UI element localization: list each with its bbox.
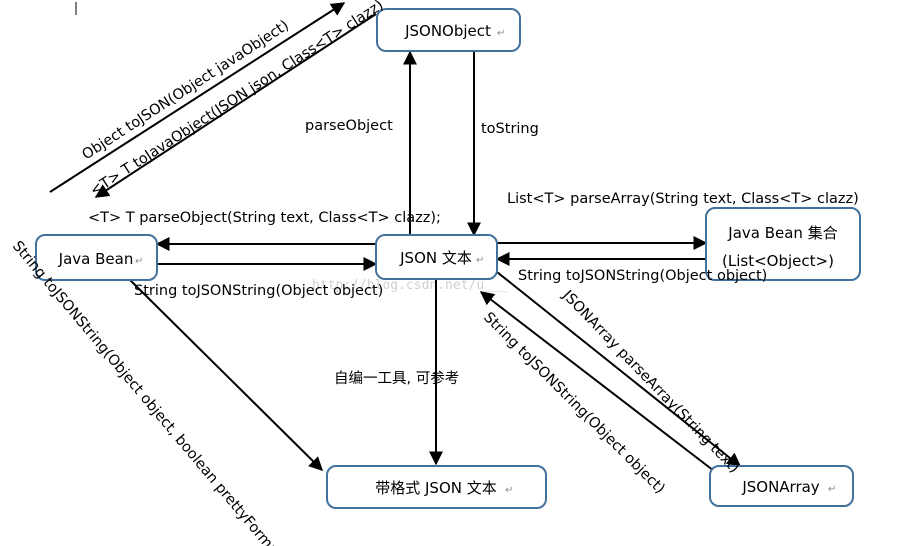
node-java-bean-label: Java Bean [58,250,134,268]
label-parse-object: parseObject [305,118,393,134]
paragraph-mark: ↵ [476,255,484,266]
node-collection-line2: (List<Object>) [722,252,834,270]
watermark: http://blog.csdn.net/u___ [312,278,508,293]
paragraph-mark: ↵ [135,256,143,267]
edge-to-json-string-array [479,291,719,475]
node-json-text: JSON 文本 [375,234,498,280]
node-java-bean: Java Bean [35,234,158,281]
label-to-java-object: <T> T toJavaObject(JSON json, Class<T> c… [87,0,386,199]
node-formatted-json-text: 带格式 JSON 文本 [326,465,547,509]
node-jsonobject-label: JSONObject [404,22,491,40]
label-to-json-string-bean: String toJSONString(Object object) [134,283,383,299]
node-json-text-label: JSON 文本 [399,249,472,267]
label-to-string: toString [481,121,539,137]
edge-jsonarray-parse-array [496,271,742,467]
node-java-bean-collection: Java Bean 集合 (List<Object>) [705,207,861,281]
node-collection-line1: Java Bean 集合 [727,224,837,242]
label-to-json-string-collection: String toJSONString(Object object) [518,268,767,284]
edge-to-java-object [94,13,377,198]
edge-to-json [49,2,346,193]
node-jsonobject: JSONObject [376,8,521,52]
paragraph-mark: ↵ [497,28,505,39]
paragraph-mark: ↵ [505,485,513,496]
node-jsonarray-label: JSONArray [741,478,819,496]
paragraph-mark: ↵ [828,484,836,495]
node-formatted-json-text-label: 带格式 JSON 文本 [375,479,497,497]
label-custom-tool: 自编一工具, 可参考 [334,370,459,387]
label-parse-array-generic: List<T> parseArray(String text, Class<T>… [507,191,859,207]
label-jsonarray-parse-array: JSONArray parseArray(String text) [558,287,742,476]
edge-to-json-string-pretty [127,277,323,471]
label-parse-object-generic: <T> T parseObject(String text, Class<T> … [88,210,441,226]
node-jsonarray: JSONArray [709,465,854,507]
